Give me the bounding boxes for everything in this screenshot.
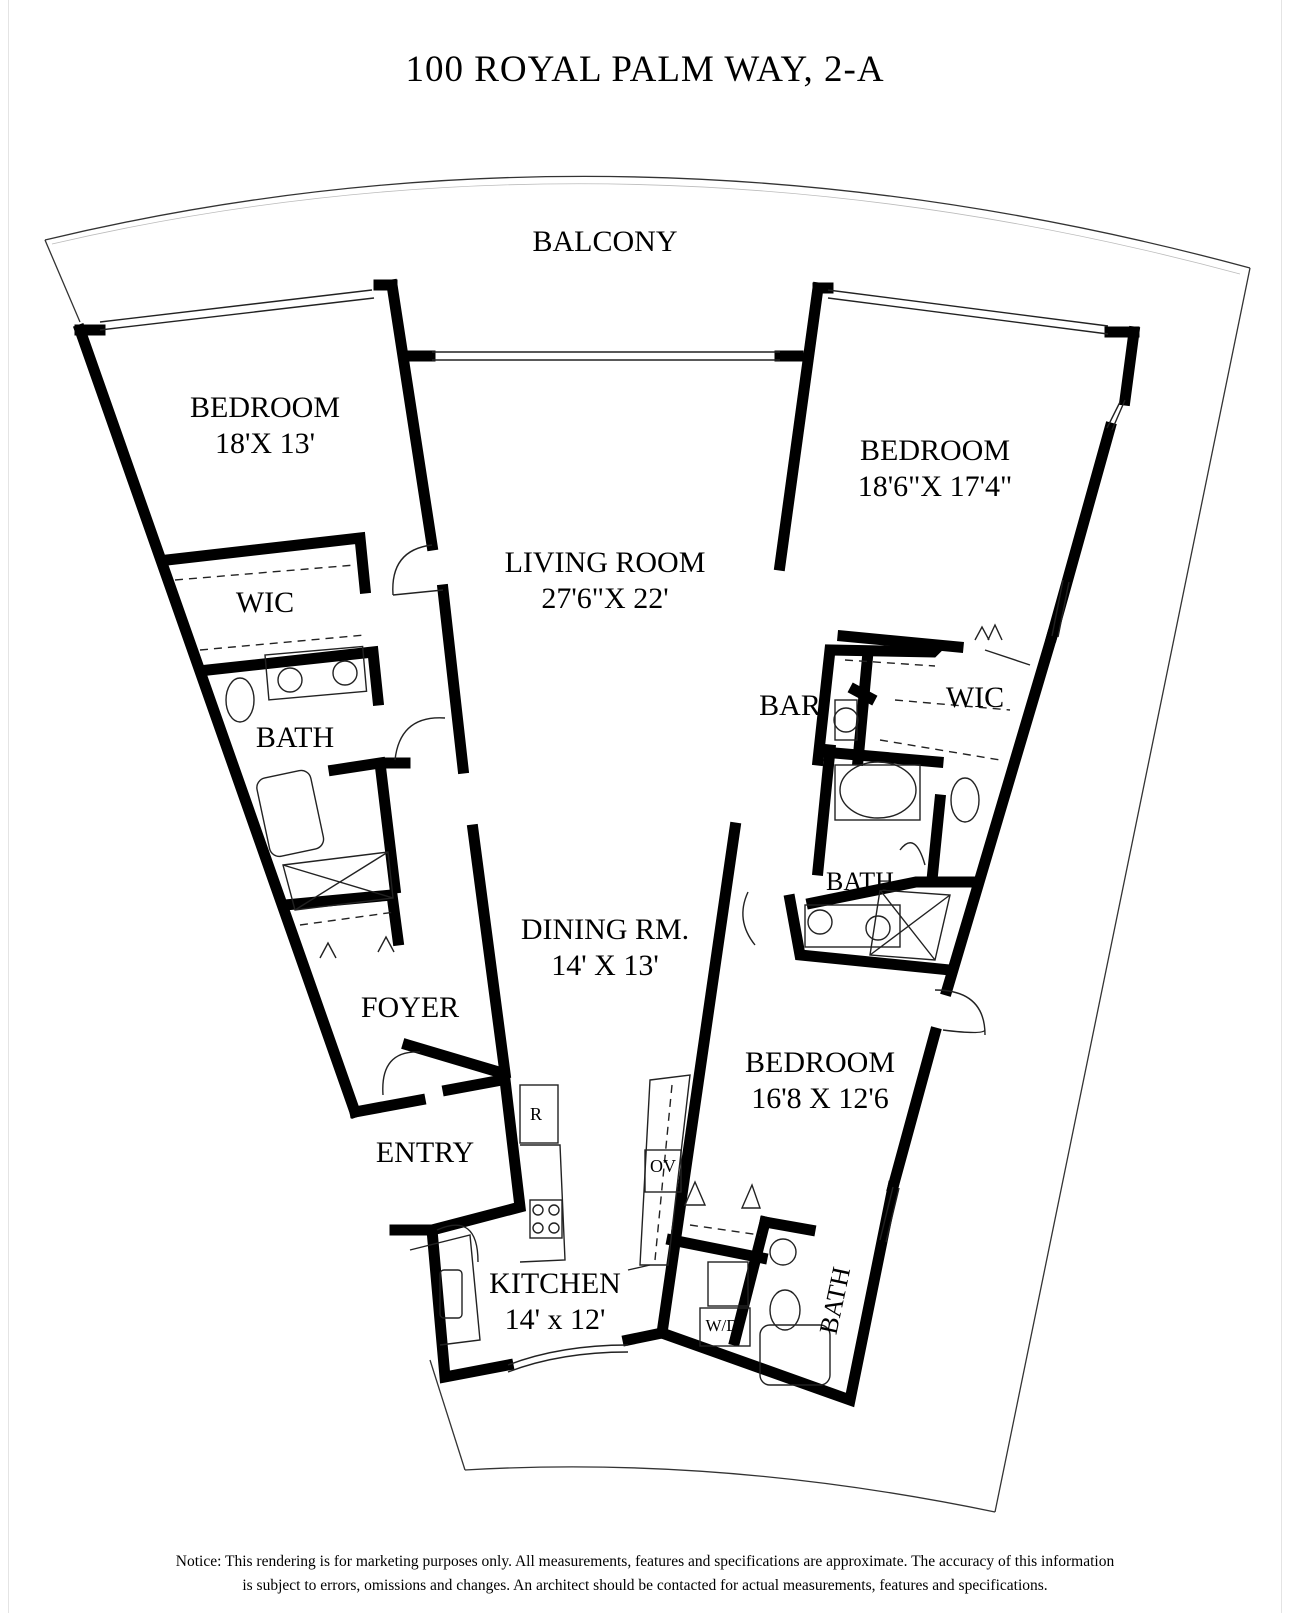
wic-left-label: WIC: [235, 586, 295, 619]
bath-left-label: BATH: [255, 721, 335, 754]
notice-line-1: Notice: This rendering is for marketing …: [175, 1553, 1115, 1570]
oven-label: OV: [650, 1156, 676, 1176]
dining-room-label: DINING RM.14' X 13': [520, 913, 690, 982]
balcony-outline: [44, 175, 1251, 1513]
bar-label: BAR: [759, 689, 821, 722]
foyer-label: FOYER: [360, 991, 460, 1024]
notice-line-2: is subject to errors, omissions and chan…: [242, 1577, 1048, 1595]
refrigerator-label: R: [529, 1104, 542, 1124]
bath-right-label: BATH: [826, 867, 894, 896]
washer-dryer-label: W/D: [705, 1316, 739, 1335]
walls: [72, 278, 1141, 1408]
page-border-left: [8, 0, 9, 1613]
plan-title: 100 ROYAL PALM WAY, 2-A: [405, 49, 885, 90]
page-border-right: [1281, 0, 1282, 1613]
disclaimer-notice: Notice: This rendering is for marketing …: [0, 1550, 1290, 1598]
entry-label: ENTRY: [375, 1136, 475, 1169]
balcony-label: BALCONY: [532, 225, 678, 258]
thin-details: [99, 289, 1126, 1386]
wic-right-label: WIC: [945, 681, 1005, 714]
